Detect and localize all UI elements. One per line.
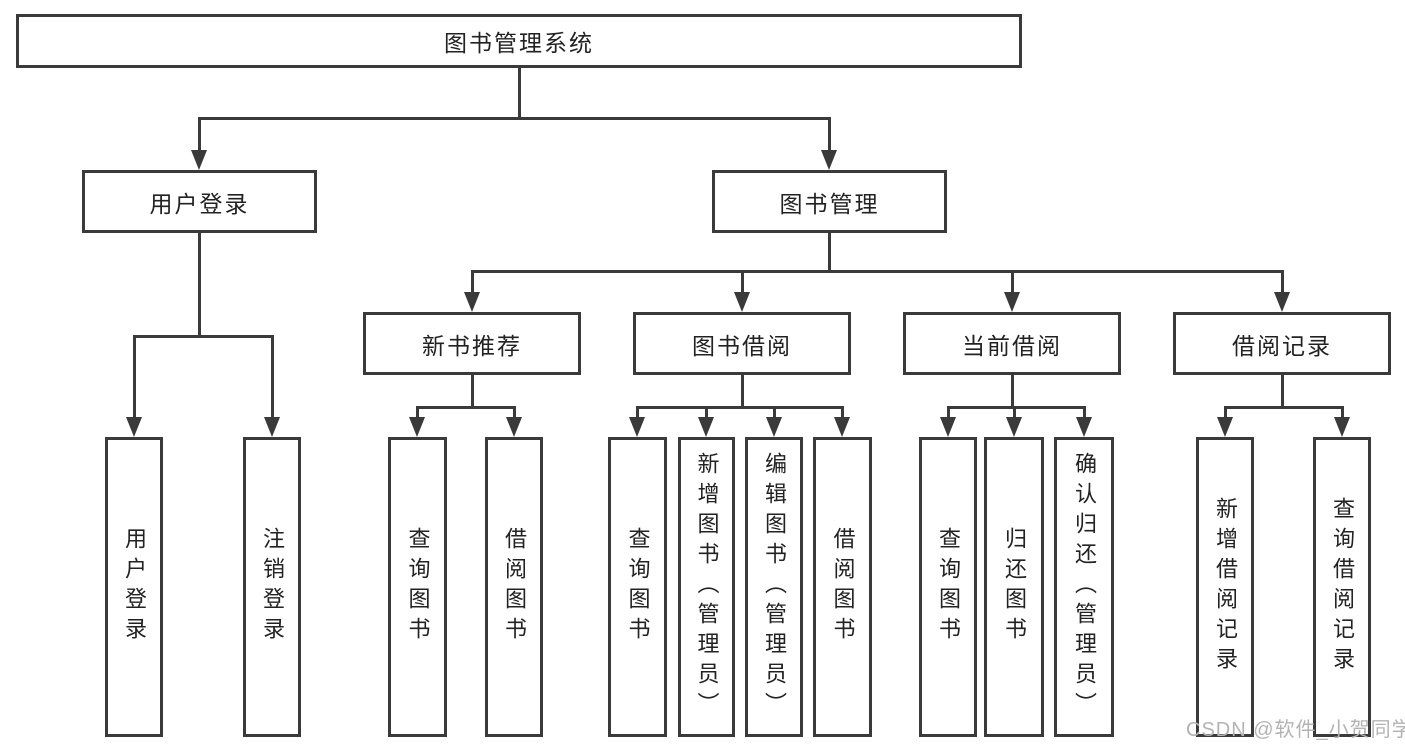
connector-line — [740, 271, 744, 298]
node-leaf-confirm-return: 确认归还（管理员） — [1054, 437, 1114, 737]
connector-line — [840, 407, 844, 422]
connector-line — [132, 336, 136, 422]
arrow-down-icon — [834, 417, 850, 437]
node-label-current-borrowing: 当前借阅 — [962, 332, 1062, 359]
node-leaf-logout: 注销登录 — [243, 437, 301, 737]
watermark: CSDN @软件_小贺同学 — [1186, 719, 1405, 741]
node-label-user-login: 用户登录 — [149, 190, 250, 217]
connector-line — [197, 116, 831, 120]
arrow-down-icon — [734, 292, 750, 312]
connector-line — [512, 407, 516, 422]
arrow-down-icon — [191, 150, 207, 170]
node-label-leaf-add-books-admin: 新增图书（管理员） — [694, 452, 720, 722]
node-leaf-query-borrow-rec: 查询借阅记录 — [1313, 437, 1371, 737]
arrow-down-icon — [464, 292, 480, 312]
connector-line — [1082, 407, 1086, 422]
arrow-down-icon — [1334, 417, 1350, 437]
node-label-leaf-borrow-books-2: 借阅图书 — [830, 527, 856, 647]
connector-line — [470, 375, 474, 407]
node-label-leaf-borrow-books-1: 借阅图书 — [502, 527, 527, 647]
arrow-down-icon — [1217, 417, 1233, 437]
arrow-down-icon — [766, 417, 782, 437]
node-label-leaf-return-books: 归还图书 — [1002, 527, 1027, 647]
node-label-leaf-query-books-3: 查询图书 — [936, 527, 961, 647]
node-new-book-recommend: 新书推荐 — [363, 312, 581, 375]
node-label-leaf-logout: 注销登录 — [260, 527, 285, 647]
connector-line — [470, 271, 474, 298]
connector-line — [517, 68, 521, 120]
connector-line — [1280, 375, 1284, 407]
node-borrowing-records: 借阅记录 — [1173, 312, 1391, 375]
node-user-login: 用户登录 — [82, 170, 317, 233]
arrow-down-icon — [698, 417, 714, 437]
connector-line — [827, 118, 831, 156]
node-label-leaf-add-borrow-rec: 新增借阅记录 — [1213, 497, 1238, 677]
arrow-down-icon — [1274, 292, 1290, 312]
connector-line — [415, 407, 419, 422]
arrow-down-icon — [409, 417, 425, 437]
node-book-management: 图书管理 — [712, 170, 947, 233]
node-label-leaf-confirm-return: 确认归还（管理员） — [1072, 452, 1097, 722]
arrow-down-icon — [1076, 417, 1092, 437]
connector-line — [415, 405, 516, 409]
node-label-borrowing-records: 借阅记录 — [1232, 332, 1332, 359]
node-label-book-management: 图书管理 — [779, 190, 880, 217]
node-leaf-return-books: 归还图书 — [984, 437, 1044, 737]
node-leaf-edit-books-admin: 编辑图书（管理员） — [745, 437, 803, 737]
node-leaf-borrow-books-1: 借阅图书 — [485, 437, 543, 737]
arrow-down-icon — [1004, 292, 1020, 312]
connector-line — [1012, 407, 1016, 422]
connector-line — [1010, 375, 1014, 407]
node-label-new-book-recommend: 新书推荐 — [422, 332, 522, 359]
node-leaf-user-login: 用户登录 — [105, 437, 163, 737]
connector-line — [740, 375, 744, 407]
arrow-down-icon — [629, 417, 645, 437]
node-root: 图书管理系统 — [16, 14, 1022, 68]
arrow-down-icon — [821, 150, 837, 170]
connector-line — [1340, 407, 1344, 422]
node-leaf-query-books-3: 查询图书 — [919, 437, 977, 737]
arrow-down-icon — [264, 417, 280, 437]
node-leaf-query-books-2: 查询图书 — [608, 437, 667, 737]
node-label-root: 图书管理系统 — [444, 30, 594, 56]
arrow-down-icon — [126, 417, 142, 437]
connector-line — [772, 407, 776, 422]
arrow-down-icon — [1006, 417, 1022, 437]
connector-line — [470, 269, 1284, 273]
connector-line — [197, 118, 201, 156]
arrow-down-icon — [506, 417, 522, 437]
connector-line — [635, 405, 844, 409]
connector-line — [704, 407, 708, 422]
connector-line — [1223, 407, 1227, 422]
node-label-leaf-query-books-1: 查询图书 — [405, 527, 431, 647]
node-label-leaf-query-borrow-rec: 查询借阅记录 — [1330, 497, 1355, 677]
connector-line — [1280, 271, 1284, 298]
node-label-leaf-query-books-2: 查询图书 — [625, 527, 651, 647]
node-current-borrowing: 当前借阅 — [903, 312, 1121, 375]
node-label-book-borrowing: 图书借阅 — [692, 332, 792, 359]
node-label-leaf-edit-books-admin: 编辑图书（管理员） — [762, 452, 787, 722]
node-label-leaf-user-login: 用户登录 — [122, 527, 147, 647]
node-leaf-add-books-admin: 新增图书（管理员） — [678, 437, 735, 737]
node-book-borrowing: 图书借阅 — [633, 312, 851, 375]
node-leaf-add-borrow-rec: 新增借阅记录 — [1196, 437, 1254, 737]
connector-line — [270, 336, 274, 422]
connector-line — [132, 334, 274, 338]
connector-line — [946, 405, 1086, 409]
node-leaf-query-books-1: 查询图书 — [388, 437, 447, 737]
connector-line — [1223, 405, 1344, 409]
connector-line — [827, 233, 831, 271]
connector-line — [1010, 271, 1014, 298]
arrow-down-icon — [940, 417, 956, 437]
connector-line — [946, 407, 950, 422]
node-leaf-borrow-books-2: 借阅图书 — [813, 437, 872, 737]
connector-line — [197, 233, 201, 336]
connector-line — [635, 407, 639, 422]
